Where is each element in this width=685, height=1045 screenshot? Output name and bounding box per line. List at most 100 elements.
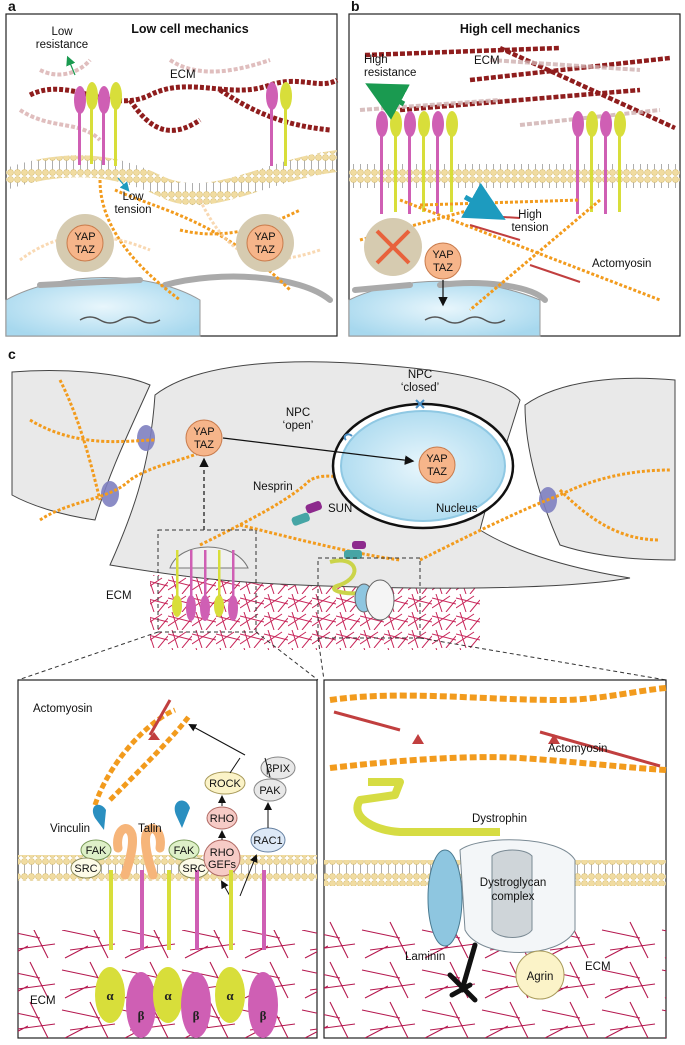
fak-label: FAK bbox=[174, 845, 195, 857]
tension-arrow bbox=[117, 177, 130, 192]
vinculin-icon bbox=[174, 800, 190, 828]
membrane-b bbox=[349, 164, 680, 188]
panel-b-title: High cell mechanics bbox=[460, 22, 580, 36]
gefs-label: GEFs bbox=[208, 859, 237, 871]
integrins-c bbox=[172, 550, 238, 621]
pak-label: PAK bbox=[259, 785, 281, 797]
dystrophin-small bbox=[329, 558, 371, 596]
bpix-label: βPIX bbox=[266, 763, 291, 775]
zoom-box-right bbox=[317, 557, 421, 639]
beta-label: β bbox=[138, 1008, 145, 1023]
resistance-arrow bbox=[365, 83, 410, 120]
ecm-fibers-a bbox=[28, 77, 339, 133]
ecm-label: ECM bbox=[106, 590, 132, 602]
src-node bbox=[70, 857, 102, 879]
actomyosin-label: Actomyosin bbox=[548, 743, 607, 755]
yap-label: YAP bbox=[426, 453, 447, 465]
alpha-label: α bbox=[226, 988, 234, 1003]
dystroglycan-label: Dystroglycan bbox=[480, 877, 546, 889]
tension-label: tension bbox=[511, 222, 548, 234]
zoom-box-left bbox=[157, 529, 257, 633]
yap-label: YAP bbox=[432, 249, 453, 261]
dystrophin-label: Dystrophin bbox=[472, 813, 527, 825]
panel-c-letter: c bbox=[8, 346, 16, 362]
beta-label: β bbox=[193, 1008, 200, 1023]
yap-taz-nuclear bbox=[418, 446, 456, 484]
panel-b: YAP TAZ High cell mechanics ECM High res… bbox=[348, 13, 681, 337]
actin-inset-left bbox=[92, 707, 192, 806]
junction bbox=[137, 425, 155, 451]
vinculin-icon bbox=[92, 804, 106, 830]
ecm-label: ECM bbox=[170, 69, 196, 81]
rock-label: ROCK bbox=[209, 778, 241, 790]
right-cell bbox=[524, 377, 676, 561]
nesprin-label: Nesprin bbox=[253, 481, 293, 493]
left-cell bbox=[11, 370, 151, 521]
talin-icon bbox=[113, 824, 137, 880]
rho-label: RHO bbox=[210, 813, 235, 825]
complex-label: complex bbox=[492, 891, 535, 903]
resistance-label: resistance bbox=[364, 67, 416, 79]
inset-left: Actomyosin Vinculin Talin FAK SRC FAK SR… bbox=[17, 679, 318, 1039]
actomyosin-label: Actomyosin bbox=[33, 703, 92, 715]
agrin-label: Agrin bbox=[527, 971, 554, 983]
tension-label: tension bbox=[114, 204, 151, 216]
actin-inset-right bbox=[329, 685, 667, 773]
dystroglycan-blue bbox=[427, 849, 463, 947]
myosin-inset bbox=[333, 710, 661, 768]
yap-label: YAP bbox=[254, 231, 275, 243]
src-label: SRC bbox=[182, 863, 205, 875]
integrins-a bbox=[74, 82, 292, 166]
membrane-a bbox=[6, 150, 337, 206]
yap-label: YAP bbox=[193, 426, 214, 438]
taz-label: TAZ bbox=[427, 466, 447, 478]
panel-a-letter: a bbox=[8, 0, 16, 14]
linc-complex bbox=[291, 501, 366, 559]
laminin-icon bbox=[447, 942, 478, 1003]
closed-label: ‘closed’ bbox=[401, 382, 439, 394]
blocked-x-icon bbox=[375, 229, 411, 265]
panel-b-letter: b bbox=[351, 0, 360, 14]
talin-icon bbox=[141, 824, 165, 880]
rho-label: RHO bbox=[210, 847, 235, 859]
alpha-label: α bbox=[106, 988, 114, 1003]
src-label: SRC bbox=[74, 863, 97, 875]
rac1-label: RAC1 bbox=[253, 835, 282, 847]
taz-label: TAZ bbox=[433, 262, 453, 274]
yap-taz-a1 bbox=[66, 224, 104, 262]
npc-closed-icon bbox=[415, 399, 425, 409]
yap-taz-cytoplasm bbox=[185, 419, 223, 457]
myosin bbox=[148, 699, 172, 736]
laminin-label: Laminin bbox=[405, 951, 445, 963]
beta-label: β bbox=[260, 1008, 267, 1023]
ecm-label: ECM bbox=[30, 995, 56, 1007]
rock-node bbox=[204, 771, 246, 795]
panel-c: YAP TAZ YAP TAZ NPC ‘closed’ NPC bbox=[11, 361, 676, 681]
translocation-arrow bbox=[222, 437, 415, 465]
taz-label: TAZ bbox=[75, 244, 95, 256]
taz-label: TAZ bbox=[255, 244, 275, 256]
tension-arrow bbox=[461, 182, 506, 220]
sun-label: SUN bbox=[328, 503, 352, 515]
integrins-inset bbox=[95, 870, 278, 1038]
nucleus-label: Nucleus bbox=[436, 503, 478, 515]
ecm-label: ECM bbox=[474, 55, 500, 67]
fak-label: FAK bbox=[86, 845, 107, 857]
dna-icon bbox=[79, 316, 161, 324]
open-label: ‘open’ bbox=[283, 420, 314, 432]
yap-taz-a2 bbox=[246, 224, 284, 262]
yap-label: YAP bbox=[74, 231, 95, 243]
yap-taz-b bbox=[424, 242, 462, 280]
inset-right: Actomyosin Dystrophin Dystroglycan compl… bbox=[323, 679, 667, 1039]
panel-a-title: Low cell mechanics bbox=[131, 22, 248, 36]
npc-label: NPC bbox=[408, 369, 432, 381]
rho-node bbox=[206, 806, 238, 830]
talin-label: Talin bbox=[138, 823, 162, 835]
high-label: High bbox=[518, 209, 542, 221]
vinculin-label: Vinculin bbox=[50, 823, 90, 835]
taz-label: TAZ bbox=[194, 439, 214, 451]
resistance-arrow bbox=[66, 55, 76, 76]
ecm-label: ECM bbox=[585, 961, 611, 973]
dystroglycan-small bbox=[365, 579, 395, 621]
